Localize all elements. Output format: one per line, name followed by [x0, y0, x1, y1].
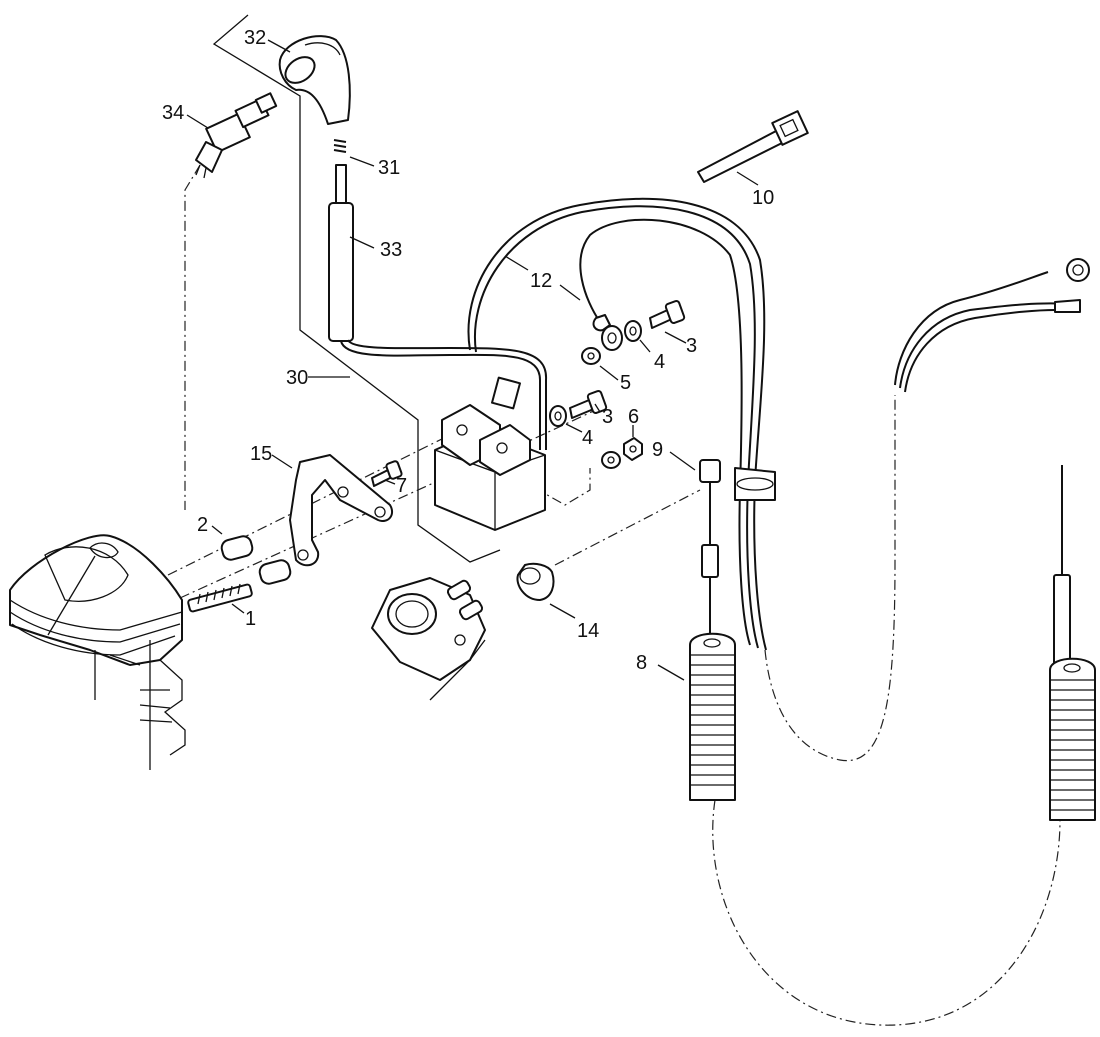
callout-labels: 32 34 31 33 10 12 3 4 5 3 6 4 9 7 15 30 …	[162, 27, 774, 674]
cable-tie	[697, 110, 809, 183]
callout-6: 6	[628, 406, 639, 428]
washer-4-lower	[549, 405, 567, 427]
spark-plug-boot	[278, 35, 351, 125]
callout-7: 7	[396, 475, 407, 497]
callout-8: 8	[636, 652, 647, 674]
callout-33: 33	[380, 239, 402, 261]
carburetor	[371, 577, 486, 701]
callout-10: 10	[752, 187, 774, 209]
fasteners	[371, 300, 686, 487]
leader-lines	[186, 39, 759, 681]
callout-34: 34	[162, 102, 184, 124]
screw-3-lower	[569, 390, 608, 419]
wiring-harness	[467, 197, 1090, 651]
callout-5: 5	[620, 372, 631, 394]
washer-4-upper	[624, 320, 642, 342]
engine-cylinder	[9, 534, 186, 770]
callout-30: 30	[286, 367, 308, 389]
callout-9: 9	[652, 439, 663, 461]
cable-end-right	[1049, 465, 1096, 821]
ignition-lead	[328, 164, 548, 450]
grommet	[516, 562, 555, 601]
callout-12: 12	[530, 270, 552, 292]
callout-32: 32	[244, 27, 266, 49]
assembly-centerlines	[167, 164, 1061, 1026]
callout-2: 2	[197, 514, 208, 536]
ring-terminal	[601, 325, 623, 351]
terminal-spring	[333, 139, 347, 153]
callout-3-upper: 3	[686, 335, 697, 357]
callout-15: 15	[250, 443, 272, 465]
ignition-assembly-outline	[212, 14, 501, 563]
stud-bolt	[187, 583, 253, 613]
callout-14: 14	[577, 620, 599, 642]
spark-plug	[195, 92, 278, 179]
nut-6	[623, 437, 643, 461]
callout-1: 1	[245, 608, 256, 630]
ignition-module	[434, 376, 546, 531]
washer-lower	[601, 451, 621, 469]
callout-4-lower: 4	[582, 427, 593, 449]
screw-3-upper	[649, 300, 686, 329]
washer-5	[581, 347, 601, 365]
screw-7	[371, 460, 403, 487]
callout-3-lower: 3	[602, 406, 613, 428]
callout-31: 31	[378, 157, 400, 179]
throttle-cable	[689, 459, 736, 801]
callout-4-upper: 4	[654, 351, 665, 373]
spacer-sleeves	[220, 535, 292, 585]
mounting-bracket	[289, 454, 394, 567]
